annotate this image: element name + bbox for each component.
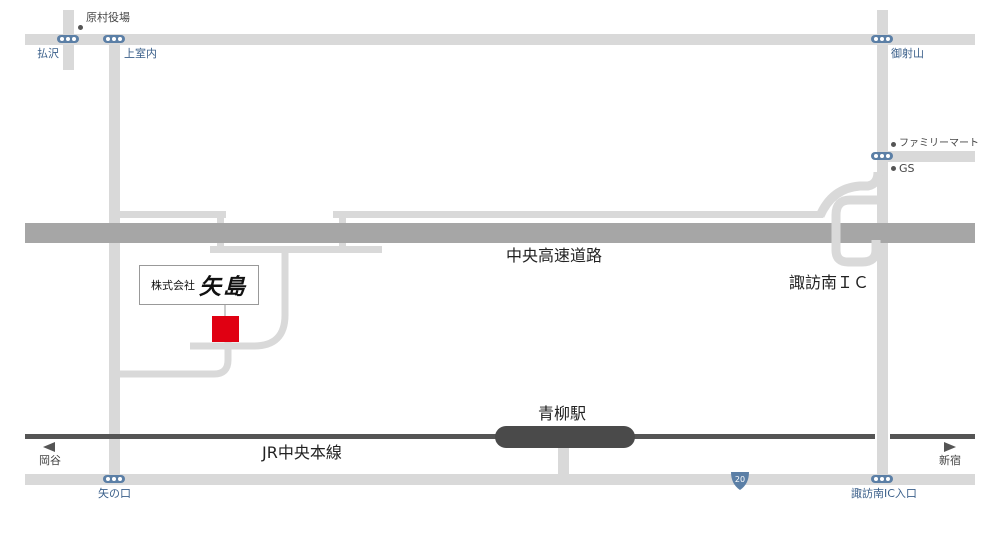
harasawa-label: 払沢 bbox=[37, 47, 59, 60]
company-lower-road bbox=[115, 342, 232, 378]
signal-icon bbox=[103, 35, 125, 43]
company-access-road bbox=[190, 250, 289, 350]
signal-icon bbox=[871, 475, 893, 483]
bottom-road bbox=[25, 474, 975, 485]
gs-label: GS bbox=[899, 162, 915, 175]
signal-icon bbox=[871, 152, 893, 160]
company-marker bbox=[212, 316, 239, 342]
town-office-bullet bbox=[78, 25, 83, 30]
company-name: 矢島 bbox=[198, 274, 247, 300]
ic-ramp-loop bbox=[831, 195, 881, 267]
left-vertical-road bbox=[109, 34, 120, 484]
misayama-label: 御射山 bbox=[891, 47, 924, 60]
south-frontage-road bbox=[210, 246, 382, 253]
signal-icon bbox=[871, 35, 893, 43]
top-road bbox=[25, 34, 975, 45]
signal-icon bbox=[57, 35, 79, 43]
shinjuku-label: 新宿 bbox=[939, 454, 961, 467]
route-shield bbox=[731, 472, 749, 490]
frontage-road-left bbox=[109, 211, 226, 218]
gs-bullet bbox=[891, 166, 896, 171]
company-prefix: 株式会社 bbox=[150, 279, 195, 292]
station-label: 青柳駅 bbox=[538, 404, 587, 423]
ic-ramp-upper bbox=[815, 171, 883, 218]
station-marker bbox=[495, 426, 635, 448]
railway-label: JR中央本線 bbox=[262, 443, 342, 462]
yanokuchi-label: 矢の口 bbox=[98, 487, 131, 500]
familymart-bullet bbox=[891, 142, 896, 147]
left-arrow-icon bbox=[43, 442, 55, 452]
kamimuro-label: 上室内 bbox=[124, 47, 157, 60]
okaya-label: 岡谷 bbox=[39, 454, 61, 467]
highway bbox=[25, 223, 975, 243]
right-vertical-road bbox=[877, 10, 888, 485]
highway-label: 中央高速道路 bbox=[506, 246, 603, 265]
suwaminami-ic-entrance-label: 諏訪南IC入口 bbox=[851, 487, 917, 500]
railway-right bbox=[890, 434, 975, 439]
route-number: 20 bbox=[735, 475, 745, 484]
signal-icon bbox=[103, 475, 125, 483]
town-office-label: 原村役場 bbox=[86, 11, 130, 24]
familymart-road bbox=[877, 151, 975, 162]
frontage-road-right bbox=[333, 211, 823, 218]
company-sign: 株式会社 矢島 bbox=[139, 265, 259, 305]
station-access-road bbox=[558, 448, 569, 478]
right-arrow-icon bbox=[944, 442, 956, 452]
ic-label: 諏訪南ＩＣ bbox=[789, 273, 870, 292]
familymart-label: ファミリーマート bbox=[899, 138, 979, 149]
railway-left bbox=[25, 434, 875, 439]
